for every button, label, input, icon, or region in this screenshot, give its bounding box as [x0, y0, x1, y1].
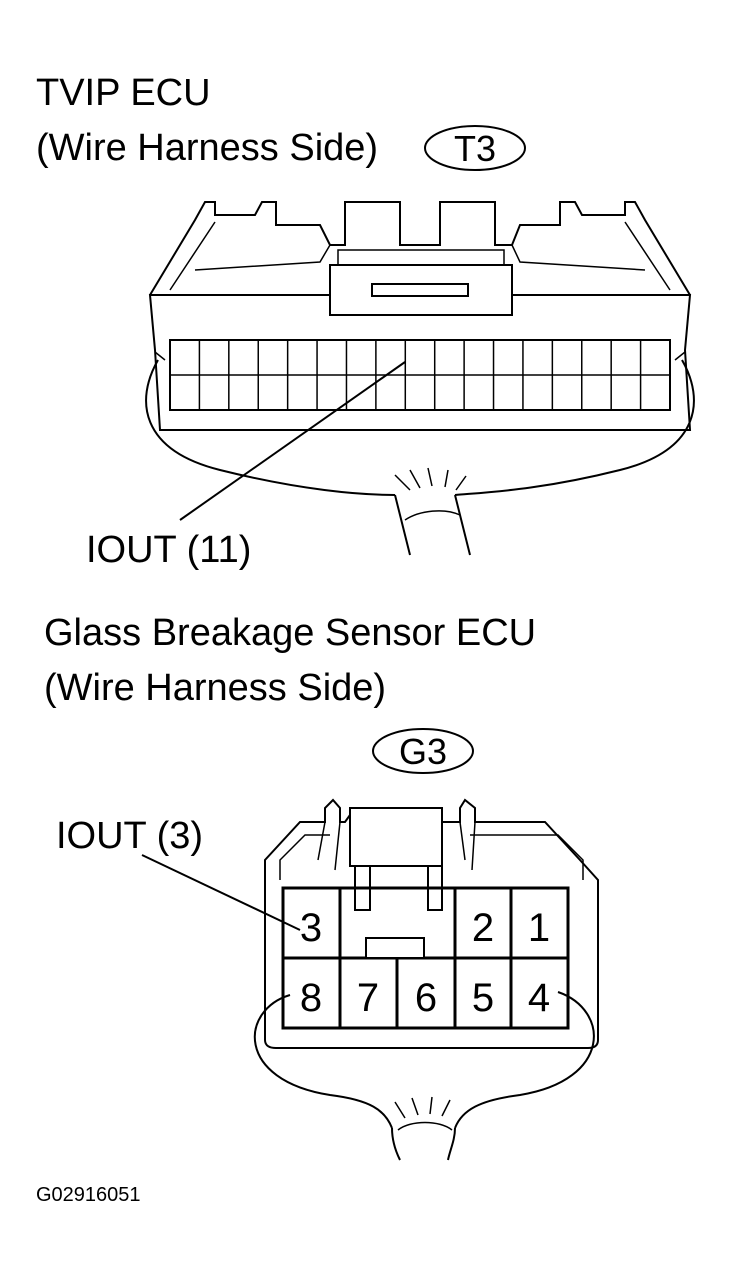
- gbs-wire-right: [454, 991, 595, 1129]
- tvip-wire-right: [454, 359, 695, 496]
- tvip-wire-strands: [394, 467, 467, 491]
- gbs-title: Glass Breakage Sensor ECU: [44, 612, 536, 654]
- tvip-connector-code: T3: [454, 128, 496, 169]
- gbs-pin-4: 4: [528, 976, 550, 1020]
- gbs-pin-5: 5: [472, 976, 494, 1020]
- tvip-cavity-grid: [170, 340, 670, 410]
- gbs-iout-label: IOUT (3): [56, 815, 203, 857]
- tvip-latch-slot: [371, 283, 469, 297]
- gbs-pin-6: 6: [415, 976, 437, 1020]
- gbs-pin-7: 7: [357, 976, 379, 1020]
- gbs-subtitle: (Wire Harness Side): [44, 667, 386, 709]
- tvip-iout-leader: [179, 361, 406, 521]
- figure-id: G02916051: [36, 1184, 141, 1206]
- gbs-connector-code-oval: [372, 728, 474, 774]
- tvip-iout-label: IOUT (11): [86, 529, 251, 571]
- gbs-iout-leader: [141, 854, 301, 931]
- tvip-top-ridges: [149, 201, 691, 296]
- gbs-keyway: [365, 937, 425, 959]
- gbs-latch: [349, 807, 443, 867]
- gbs-connector: 3 2 1 8 7 6 5 4: [253, 798, 599, 1161]
- tvip-connector: [145, 201, 695, 556]
- gbs-wire-left: [253, 994, 393, 1129]
- gbs-pin-8: 8: [300, 976, 322, 1020]
- tvip-title: TVIP ECU: [36, 72, 211, 114]
- tvip-subtitle: (Wire Harness Side): [36, 127, 378, 169]
- gbs-connector-code: G3: [399, 731, 447, 772]
- tvip-wire-left: [145, 359, 396, 496]
- gbs-pin-2: 2: [472, 906, 494, 950]
- tvip-connector-code-oval: [424, 125, 526, 171]
- gbs-pin-1: 1: [528, 906, 550, 950]
- gbs-wire-strands: [394, 1096, 451, 1119]
- gbs-pin-3: 3: [300, 906, 322, 950]
